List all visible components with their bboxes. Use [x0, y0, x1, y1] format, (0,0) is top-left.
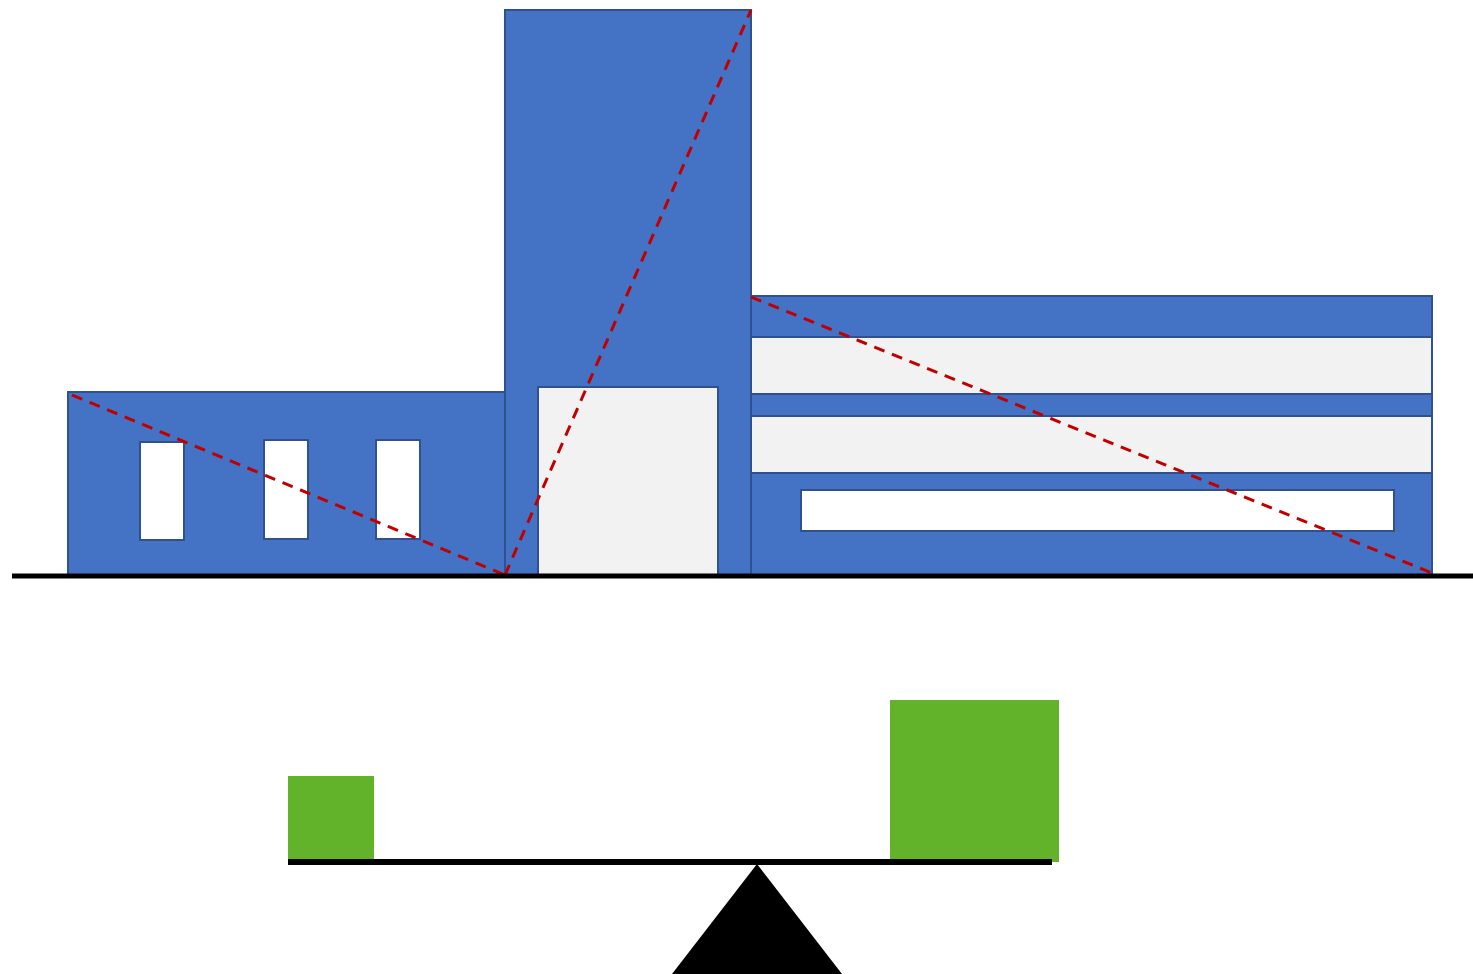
right-wing-band-2	[750, 415, 1433, 474]
large-weight	[890, 700, 1059, 862]
small-weight	[288, 776, 374, 861]
left-wing-diagonal	[71, 393, 506, 577]
left-wing-window-3	[375, 439, 421, 540]
right-wing-band-1	[750, 336, 1433, 395]
center-tower-door	[537, 386, 719, 576]
left-wing-window-1	[139, 441, 185, 541]
right-wing-window-strip	[800, 489, 1395, 532]
balance-scale	[288, 700, 1059, 974]
building	[67, 9, 1433, 577]
center-tower-diagonal	[503, 9, 753, 576]
fulcrum-triangle	[672, 864, 842, 974]
right-wing-diagonal	[750, 295, 1433, 575]
